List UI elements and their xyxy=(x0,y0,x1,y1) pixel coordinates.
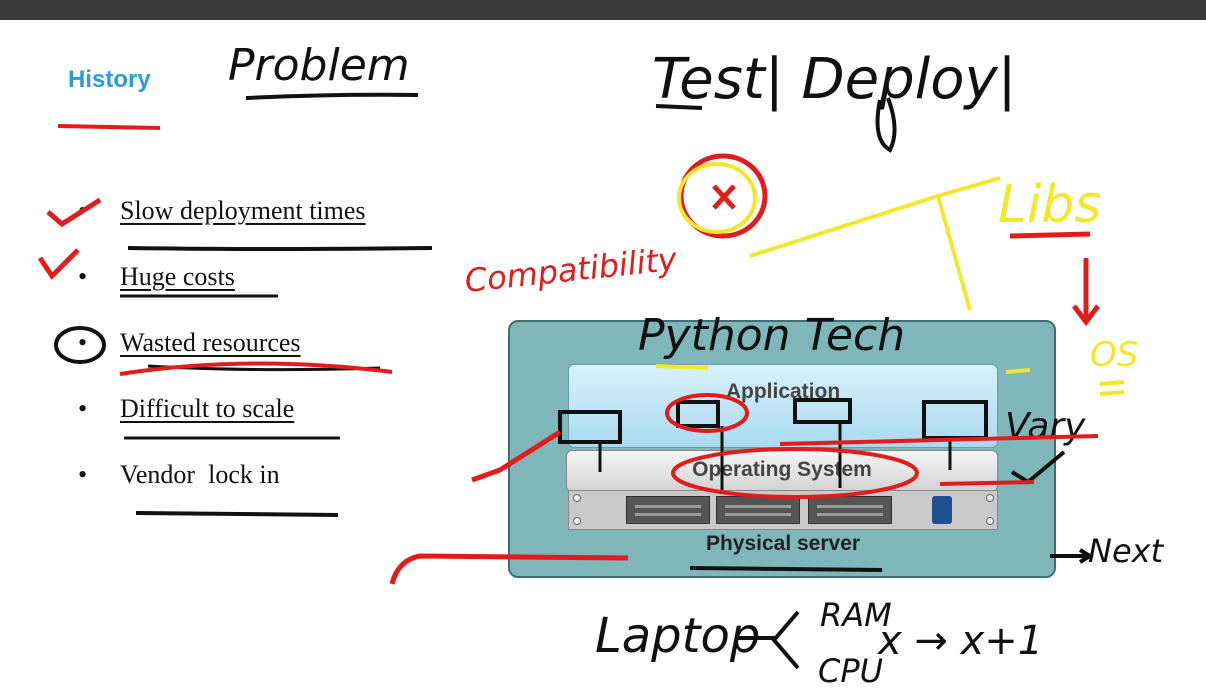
ink-underline xyxy=(119,361,393,376)
ink-underline xyxy=(57,124,161,130)
ink-underline xyxy=(245,92,419,100)
circle-mark-icon xyxy=(677,162,757,234)
ink-lines xyxy=(749,176,1001,311)
operating-system-layer xyxy=(566,450,998,492)
note-vary: Vary xyxy=(1005,406,1086,447)
equals-icon xyxy=(1099,380,1125,396)
slide-heading: History xyxy=(68,66,151,93)
note-python-tech: Python Tech xyxy=(638,310,905,361)
note-x-to-x1: x → x+1 xyxy=(876,618,1043,664)
note-problem: Problem xyxy=(228,40,410,91)
circle-mark-icon xyxy=(665,393,749,433)
ink-underline xyxy=(127,246,433,251)
check-mark-icon xyxy=(1010,450,1066,485)
bullet-marker: • xyxy=(78,262,88,291)
bullet-text: Slow deployment times xyxy=(120,196,366,225)
application-label: Application xyxy=(725,380,841,403)
x-mark-icon xyxy=(712,184,736,210)
ink-underline xyxy=(689,566,883,572)
bullet-text: Difficult to scale xyxy=(120,394,295,423)
note-libs: Libs xyxy=(998,175,1102,235)
ink-stroke xyxy=(875,97,897,153)
check-mark-icon xyxy=(471,429,562,483)
ink-underline xyxy=(939,480,1035,486)
screw-icon xyxy=(986,494,994,502)
screw-icon xyxy=(573,494,581,502)
arrow-icon xyxy=(1072,258,1100,327)
circle-mark-icon xyxy=(671,447,919,499)
arrow-icon xyxy=(1050,548,1094,564)
note-laptop: Laptop xyxy=(595,608,760,664)
drive-bay xyxy=(716,496,800,524)
note-test-deploy: Test| Deploy| xyxy=(652,47,1017,112)
note-os: OS xyxy=(1090,335,1138,375)
bullet-marker: • xyxy=(78,328,88,357)
bullet-text: Huge costs xyxy=(120,262,235,291)
screw-icon xyxy=(573,517,581,525)
ink-underline xyxy=(1009,231,1091,239)
bullet-marker: • xyxy=(78,394,88,423)
top-bar xyxy=(0,0,1206,20)
bullet-text: Wasted resources xyxy=(120,328,301,357)
power-indicator xyxy=(932,496,952,524)
ink-underline xyxy=(779,434,1099,446)
ink-boxes xyxy=(558,398,988,444)
circle-mark-icon xyxy=(54,326,106,364)
note-next: Next xyxy=(1088,532,1165,570)
note-ram: RAM xyxy=(820,596,892,634)
operating-system-label: Operating System xyxy=(692,458,872,481)
bullet-text: Vendor lock in xyxy=(120,460,280,489)
physical-server-label: Physical server xyxy=(705,532,861,555)
note-cpu: CPU xyxy=(818,652,883,690)
ink-underline xyxy=(135,511,339,517)
check-mark-icon xyxy=(46,197,102,228)
ink-underline xyxy=(655,364,1031,374)
check-mark-icon xyxy=(37,248,80,280)
ink-underline xyxy=(655,104,703,110)
ink-arrows xyxy=(598,422,952,490)
arrow-icon xyxy=(389,553,629,585)
branch-stroke xyxy=(738,610,800,670)
note-compatibility: Compatibility xyxy=(463,240,680,300)
drive-bay xyxy=(626,496,710,524)
application-layer xyxy=(568,364,998,448)
bullet-marker: • xyxy=(78,460,88,489)
screw-icon xyxy=(986,517,994,525)
